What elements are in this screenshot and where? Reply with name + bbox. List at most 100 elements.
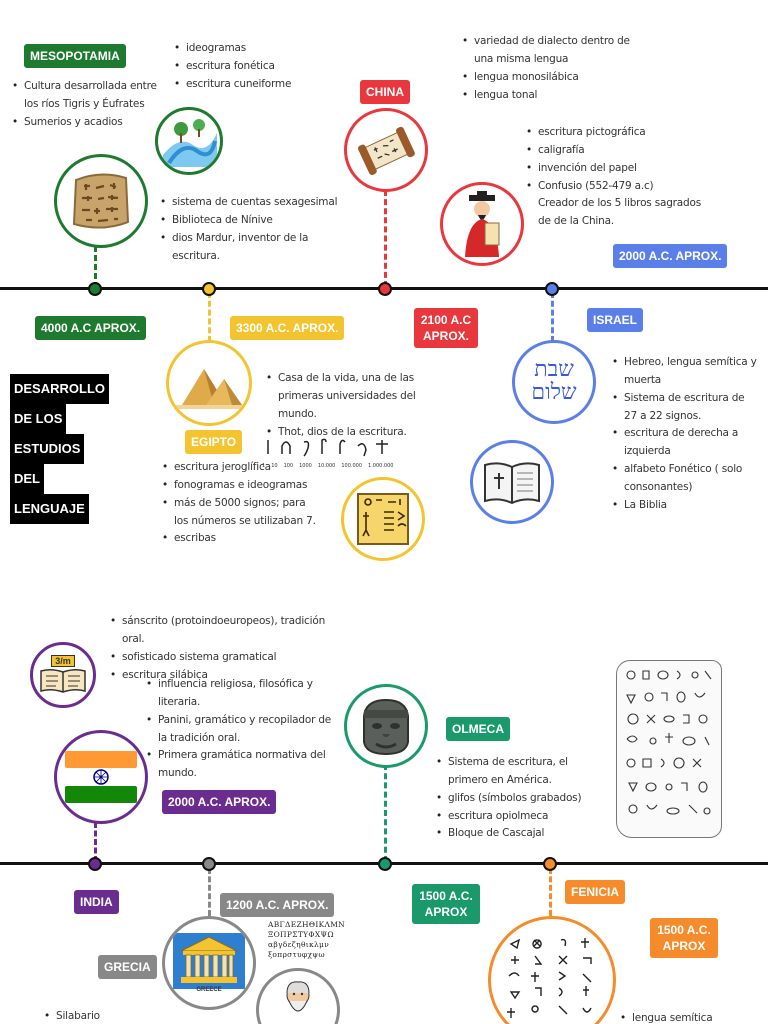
numeral-label: 100.000	[341, 463, 363, 469]
list-item: lengua tonal	[460, 87, 640, 105]
greek-line: ΑΒΓΔΕΖΗΘΙΚΛΜΝ	[268, 920, 346, 929]
title-line-3: ESTUDIOS	[10, 434, 85, 464]
list-item: alfabeto Fonético ( solo consonantes)	[610, 461, 760, 497]
temple-icon	[173, 933, 245, 989]
list-mesopotamia-c: sistema de cuentas sexagesimal Bibliotec…	[158, 194, 358, 265]
rivers-icon	[163, 119, 217, 167]
list-item: Cultura desarrollada entre los ríos Tigr…	[10, 78, 158, 114]
label-egipto-date: 3300 A.C. APROX.	[230, 316, 345, 341]
label-israel-date: 2000 A.C. APROX.	[613, 244, 728, 269]
dot-china	[378, 282, 392, 296]
connector-israel	[551, 292, 554, 342]
cascajal-glyphs-icon	[626, 670, 712, 815]
image-phoenician-alphabet	[488, 916, 616, 1024]
list-item: Hebreo, lengua semítica y muerta	[610, 354, 760, 390]
list-china-b: escritura pictográfica caligrafía invenc…	[524, 124, 710, 231]
list-item: glifos (símbolos grabados)	[434, 790, 604, 808]
connector-china	[384, 190, 387, 287]
india-flag-icon	[65, 751, 137, 803]
connector-mesopotamia	[94, 246, 97, 288]
scroll-icon	[357, 126, 415, 175]
list-item: Bloque de Cascajal	[434, 825, 604, 843]
image-scroll	[344, 108, 428, 192]
connector-grecia	[208, 868, 211, 916]
numeral-label: 1.000.000	[368, 463, 394, 469]
list-item: Creador de los 5 libros sagrados de de l…	[538, 197, 701, 228]
image-rivers	[155, 107, 223, 175]
numeral-label: 10.000	[317, 463, 336, 469]
confucius-icon	[465, 191, 500, 257]
list-india-b: influencia religiosa, filosófica y liter…	[144, 676, 340, 783]
label-india: INDIA	[74, 890, 119, 915]
list-item: escritura opiolmeca	[434, 808, 604, 826]
list-india-a: sánscrito (protoindoeuropeos), tradición…	[108, 613, 348, 684]
list-mesopotamia-b: ideogramas escritura fonética escritura …	[172, 40, 322, 94]
image-greek-philosopher	[256, 968, 340, 1024]
list-israel: Hebreo, lengua semítica y muerta Sistema…	[610, 354, 760, 515]
page-title: DESARROLLO DE LOS ESTUDIOS DEL LENGUAJE	[10, 374, 109, 524]
label-olmeca: OLMECA	[446, 717, 510, 742]
label-mesopotamia: MESOPOTAMIA	[24, 44, 126, 69]
list-item: sofisticado sistema gramatical	[108, 649, 348, 667]
list-item: Silabario	[42, 1008, 162, 1024]
list-item: Confusio (552-479 a.c)	[524, 178, 710, 196]
philosopher-icon	[286, 981, 310, 1012]
list-item: Primera gramática normativa del mundo.	[144, 747, 340, 783]
title-line-1: DESARROLLO	[10, 374, 109, 404]
label-india-date: 2000 A.C. APROX.	[162, 790, 277, 815]
greek-line: ΞΟΠΡΣΤΥΦΧΨΩ	[268, 930, 334, 940]
image-india-flag	[54, 730, 148, 824]
list-item: escribas	[160, 530, 320, 548]
list-item: ideogramas	[172, 40, 322, 58]
list-item: Sistema de escritura, el primero en Amér…	[434, 754, 604, 790]
dot-israel	[545, 282, 559, 296]
list-fenicia: lengua semítica	[618, 1010, 738, 1024]
list-item: fonogramas e ideogramas	[160, 477, 320, 495]
image-hieroglyphs	[341, 477, 425, 561]
connector-india	[94, 822, 97, 862]
olmec-head-icon	[363, 698, 409, 756]
title-line-2: DE LOS	[10, 404, 67, 434]
list-item: lengua semítica	[618, 1010, 738, 1024]
list-item: escritura jeroglífica	[160, 459, 320, 477]
label-mesopotamia-date: 4000 A.C APROX.	[35, 316, 147, 341]
label-grecia-date: 1200 A.C. APROX.	[220, 893, 335, 918]
list-mesopotamia-a: Cultura desarrollada entre los ríos Tigr…	[10, 78, 158, 132]
label-china-date: 2100 A.C APROX.	[414, 308, 478, 349]
label-olmeca-date: 1500 A.C. APROX	[412, 884, 480, 925]
list-item: La Biblia	[610, 497, 760, 515]
book-tag: 3/m	[51, 655, 75, 667]
list-egipto-a: Casa de la vida, una de las primeras uni…	[264, 370, 424, 441]
phoenician-glyphs-icon	[507, 938, 592, 1018]
pyramid-icon	[176, 369, 242, 409]
title-line-4: DEL	[10, 464, 44, 494]
bible-icon	[484, 462, 540, 505]
greece-sign: GREECE	[196, 987, 222, 993]
hebrew-word-top: שבת	[534, 356, 574, 382]
label-grecia: GRECIA	[98, 955, 157, 980]
image-greek-alphabet: ΑΒΓΔΕΖΗΘΙΚΛΜΝ ΞΟΠΡΣΤΥΦΧΨΩ αβγδεζηθικλμν …	[268, 920, 358, 961]
list-item: Casa de la vida, una de las primeras uni…	[264, 370, 424, 424]
list-item: escritura cuneiforme	[172, 76, 322, 94]
hebrew-word-bottom: שלום	[531, 379, 577, 405]
list-olmeca: Sistema de escritura, el primero en Amér…	[434, 754, 604, 843]
title-line-5: LENGUAJE	[10, 494, 89, 524]
dot-grecia	[202, 857, 216, 871]
list-item: dios Mardur, inventor de la escritura.	[158, 230, 358, 266]
list-item: sistema de cuentas sexagesimal	[158, 194, 358, 212]
greek-line: ξοπρστυφχψω	[268, 950, 325, 960]
list-china-a: variedad de dialecto dentro de una misma…	[460, 33, 640, 104]
dot-egipto	[202, 282, 216, 296]
list-item: escritura de derecha a izquierda	[610, 425, 760, 461]
image-cuneiform-tablet	[54, 154, 148, 248]
dot-mesopotamia	[88, 282, 102, 296]
list-item: Panini, gramático y recopilador de la tr…	[144, 712, 340, 748]
hieroglyph-icon	[357, 493, 409, 545]
label-fenicia: FENICIA	[565, 880, 625, 905]
dot-india	[88, 857, 102, 871]
tablet-icon	[72, 173, 130, 229]
image-hebrew-text: שבת שלום	[512, 340, 596, 424]
list-item: lengua monosilábica	[460, 69, 640, 87]
image-bible	[470, 440, 554, 524]
label-fenicia-date: 1500 A.C. APROX	[650, 918, 718, 959]
